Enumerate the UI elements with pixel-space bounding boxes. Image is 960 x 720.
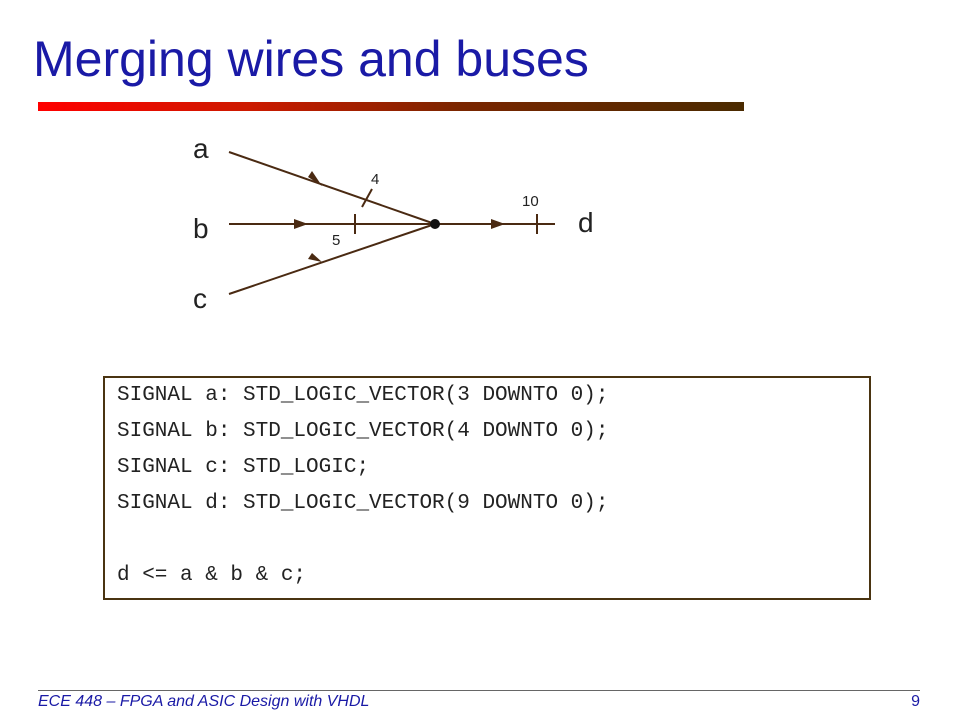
wire-c bbox=[228, 223, 436, 295]
code-line: SIGNAL c: STD_LOGIC; bbox=[117, 456, 370, 479]
width-label-a: 4 bbox=[371, 171, 379, 188]
slide-title: Merging wires and buses bbox=[33, 31, 589, 87]
arrow-c bbox=[308, 253, 322, 262]
code-line: SIGNAL b: STD_LOGIC_VECTOR(4 DOWNTO 0); bbox=[117, 420, 609, 443]
title-underline bbox=[38, 102, 744, 111]
width-label-out: 10 bbox=[522, 193, 539, 210]
label-d: d bbox=[578, 207, 594, 238]
code-line: SIGNAL a: STD_LOGIC_VECTOR(3 DOWNTO 0); bbox=[117, 384, 609, 407]
width-label-b: 5 bbox=[332, 232, 340, 249]
junction-dot bbox=[430, 219, 440, 229]
page-number: 9 bbox=[911, 693, 920, 710]
vhdl-code-box: SIGNAL a: STD_LOGIC_VECTOR(3 DOWNTO 0); … bbox=[103, 376, 871, 600]
label-a: a bbox=[193, 133, 209, 164]
footer-course: ECE 448 – FPGA and ASIC Design with VHDL bbox=[38, 693, 370, 710]
label-c: c bbox=[193, 283, 207, 314]
code-line: SIGNAL d: STD_LOGIC_VECTOR(9 DOWNTO 0); bbox=[117, 492, 609, 515]
footer-divider bbox=[38, 690, 920, 691]
arrow-d bbox=[491, 219, 505, 229]
wire-a bbox=[228, 151, 436, 225]
tick-a bbox=[361, 188, 373, 208]
bus-merge-diagram: a b c d 4 5 10 bbox=[193, 133, 594, 314]
arrow-b bbox=[294, 219, 308, 229]
code-line: d <= a & b & c; bbox=[117, 564, 307, 587]
label-b: b bbox=[193, 213, 209, 244]
arrow-a bbox=[308, 171, 322, 186]
